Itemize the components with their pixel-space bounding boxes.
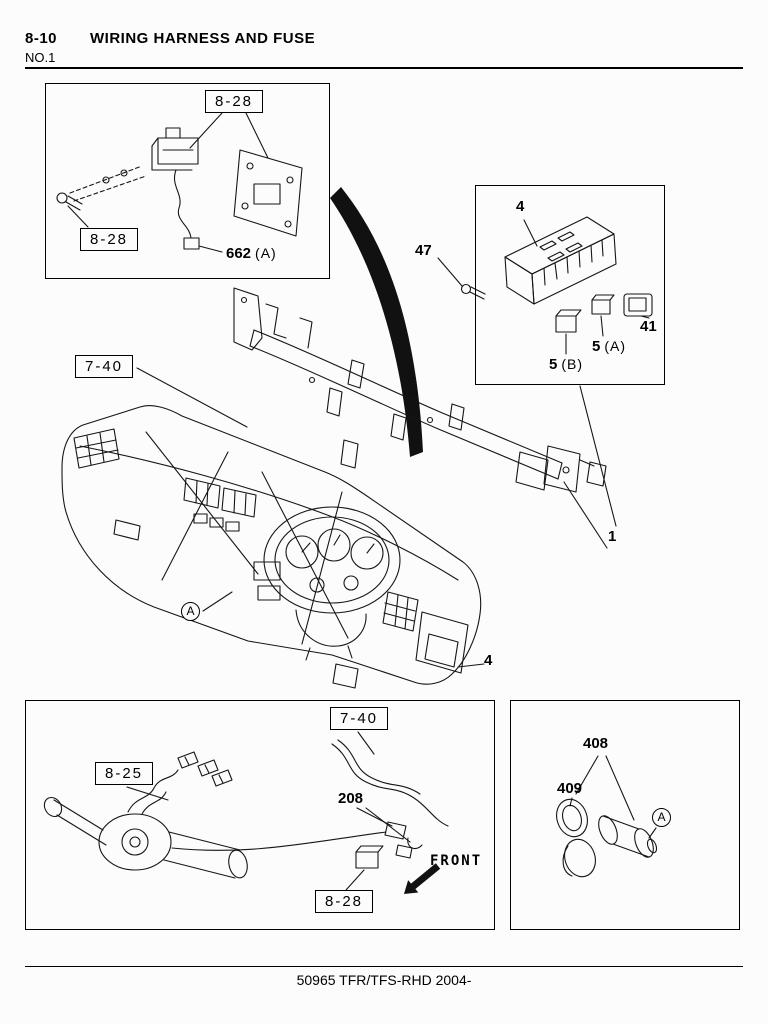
ref-box-8-25: 8-25	[95, 762, 154, 785]
part-number-5a: 5	[592, 338, 601, 355]
dashboard-drawing	[61, 405, 482, 689]
inset-panel-relay	[45, 83, 330, 279]
inset-panel-fusebox	[475, 185, 665, 385]
fusebox-inset-drawing	[437, 216, 653, 355]
part-label-1: 1	[608, 528, 617, 545]
front-label: FRONT	[430, 853, 483, 869]
page-subtitle: NO.1	[25, 50, 56, 65]
part-label-5a: 5(A)	[592, 338, 626, 355]
part-label-41: 41	[640, 318, 657, 335]
ref-box-8-28-bottom: 8-28	[315, 890, 374, 913]
page-title: WIRING HARNESS AND FUSE	[90, 30, 316, 47]
front-arrow-icon	[404, 863, 441, 894]
callout-a-main: A	[181, 602, 200, 621]
lighter-socket-drawing	[556, 755, 658, 878]
column-switch-drawing	[43, 731, 449, 891]
part-label-47: 47	[415, 242, 432, 259]
part-label-4-lower: 4	[484, 652, 493, 669]
ref-box-8-28-side: 8-28	[80, 228, 139, 251]
part-label-4-fusebox: 4	[516, 198, 525, 215]
part-number-662: 662	[226, 245, 252, 262]
harness-crescent-shape	[330, 187, 423, 457]
header-rule	[25, 67, 743, 69]
ref-box-7-40-bottom: 7-40	[330, 707, 389, 730]
footer-rule	[25, 966, 743, 967]
leader-lines	[136, 367, 617, 668]
inset-panel-column-switch	[25, 700, 495, 930]
part-label-409: 409	[557, 780, 583, 797]
part-suffix-662: (A)	[255, 245, 277, 261]
footer-text: 50965 TFR/TFS-RHD 2004-	[296, 972, 472, 988]
part-suffix-5a: (A)	[604, 338, 627, 354]
callout-a-lighter: A	[652, 808, 671, 827]
inset-panel-lighter	[510, 700, 740, 930]
relay-inset-drawing	[56, 112, 303, 253]
part-label-662: 662(A)	[226, 245, 277, 262]
page-section-number: 8-10	[25, 30, 58, 47]
ref-box-7-40-main: 7-40	[75, 355, 134, 378]
part-label-208: 208	[338, 790, 364, 807]
part-number-5b: 5	[549, 356, 558, 373]
part-suffix-5b: (B)	[561, 356, 584, 372]
part-label-408: 408	[583, 735, 609, 752]
ref-box-8-28-top: 8-28	[205, 90, 264, 113]
part-label-5b: 5(B)	[549, 356, 583, 373]
